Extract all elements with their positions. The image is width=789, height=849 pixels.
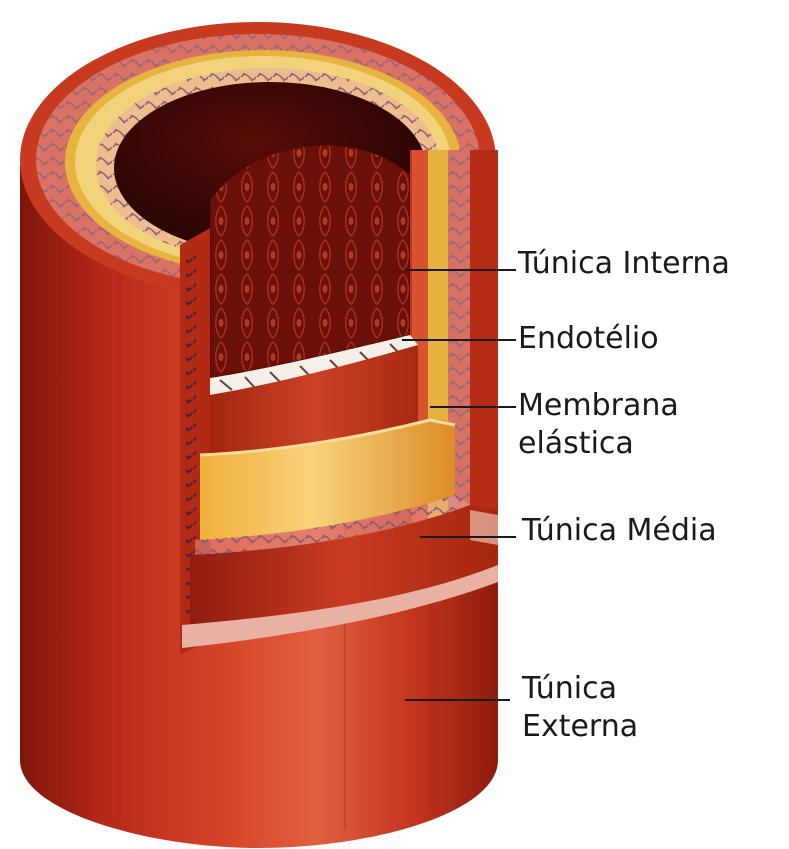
label-tunica-interna: Túnica Interna [518, 245, 730, 283]
label-tunica-media: Túnica Média [522, 512, 717, 550]
label-tunica-externa: Túnica Externa [522, 670, 638, 746]
label-membrana-elastica: Membrana elástica [518, 387, 679, 463]
label-endotelio: Endotélio [518, 320, 659, 358]
